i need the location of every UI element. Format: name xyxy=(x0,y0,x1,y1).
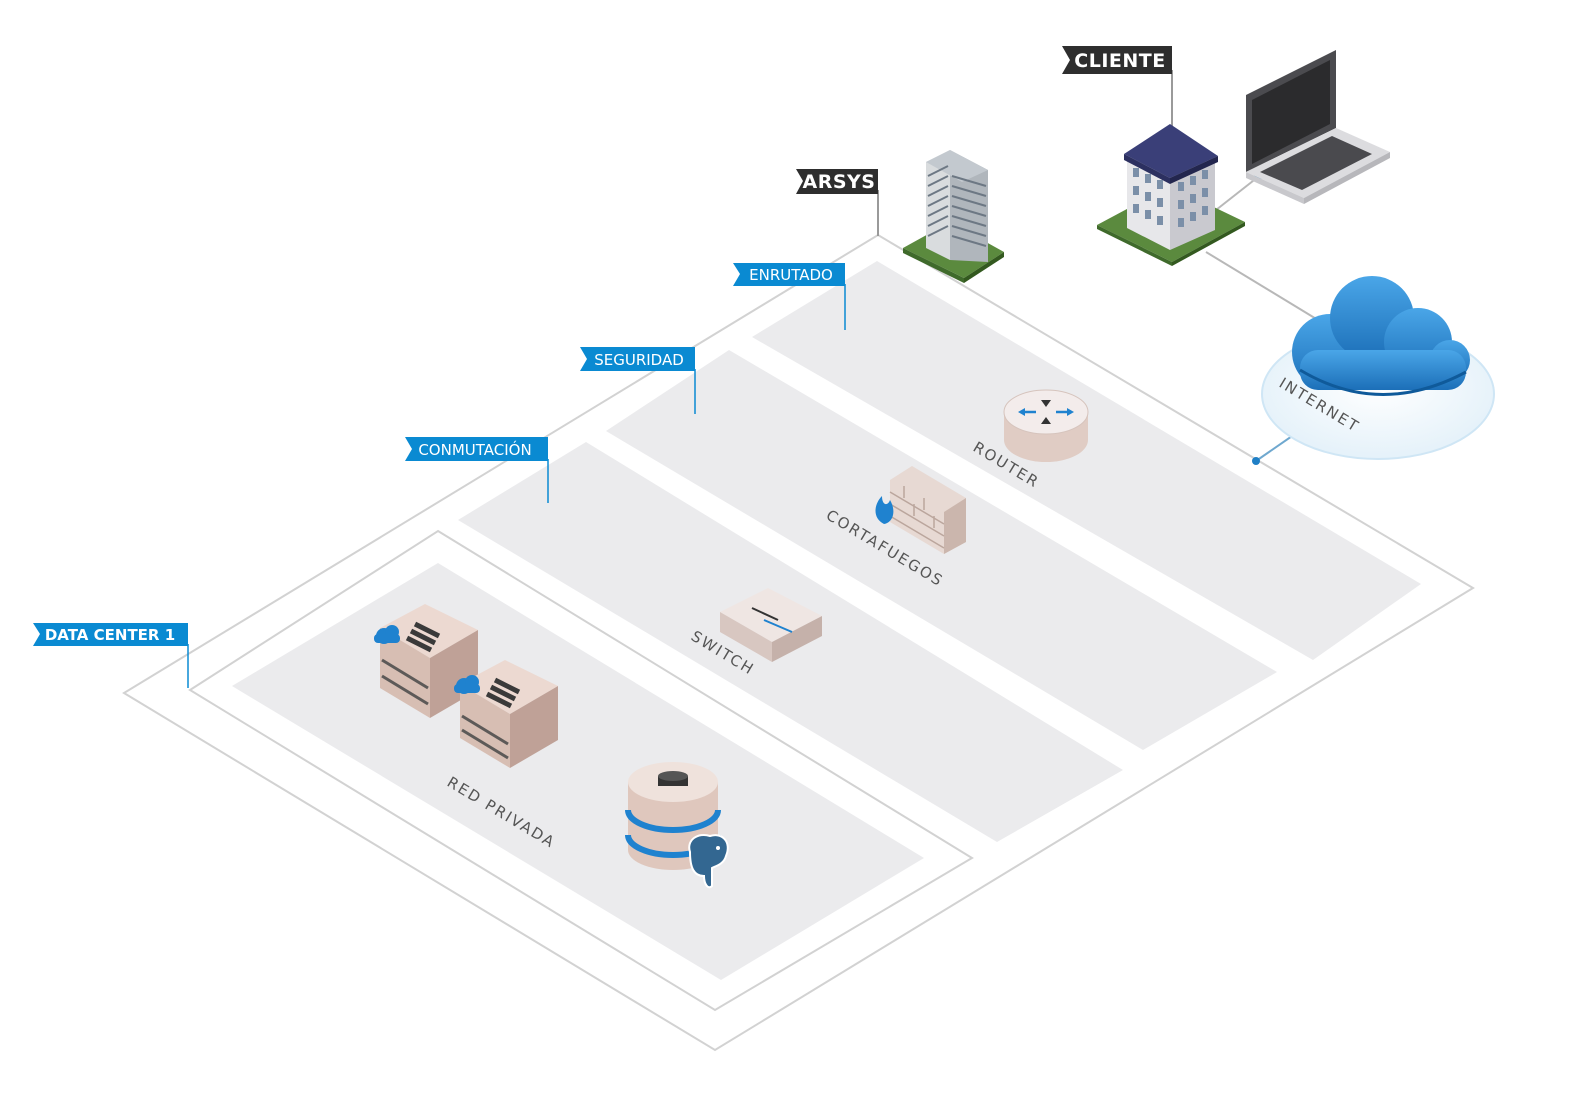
internet-cloud-group: INTERNET xyxy=(1261,276,1495,460)
flag-data-center: DATA CENTER 1 xyxy=(33,623,189,688)
router-icon xyxy=(1003,389,1089,462)
connections xyxy=(1205,176,1319,462)
flag-arsys: ARSYS xyxy=(796,169,879,236)
firewall-icon xyxy=(875,466,966,554)
flag-cliente-label: CLIENTE xyxy=(1074,50,1165,72)
switch-icon xyxy=(720,588,822,662)
laptop-icon xyxy=(1246,50,1390,204)
flag-data-center-label: DATA CENTER 1 xyxy=(45,626,175,644)
cloud-badge-icon xyxy=(374,625,400,644)
connection-dot xyxy=(1252,457,1260,465)
flag-conmutacion: CONMUTACIÓN xyxy=(405,437,549,503)
cloud-icon xyxy=(1292,276,1470,396)
flag-enrutado-label: ENRUTADO xyxy=(749,266,833,284)
flag-enrutado: ENRUTADO xyxy=(733,263,846,330)
flag-arsys-label: ARSYS xyxy=(803,171,876,193)
client-building-icon xyxy=(1097,124,1245,266)
flag-seguridad: SEGURIDAD xyxy=(580,347,696,414)
flame-icon xyxy=(875,496,894,524)
flag-cliente: CLIENTE xyxy=(1062,46,1173,126)
flag-conmutacion-label: CONMUTACIÓN xyxy=(418,440,531,459)
arsys-tower-icon xyxy=(903,150,1004,283)
zone-router xyxy=(752,261,1421,660)
postgresql-icon xyxy=(688,834,729,889)
cloud-badge-icon xyxy=(454,675,480,694)
data-center-outline xyxy=(122,233,1475,1052)
flag-seguridad-label: SEGURIDAD xyxy=(594,351,684,369)
server-icon xyxy=(454,660,558,768)
